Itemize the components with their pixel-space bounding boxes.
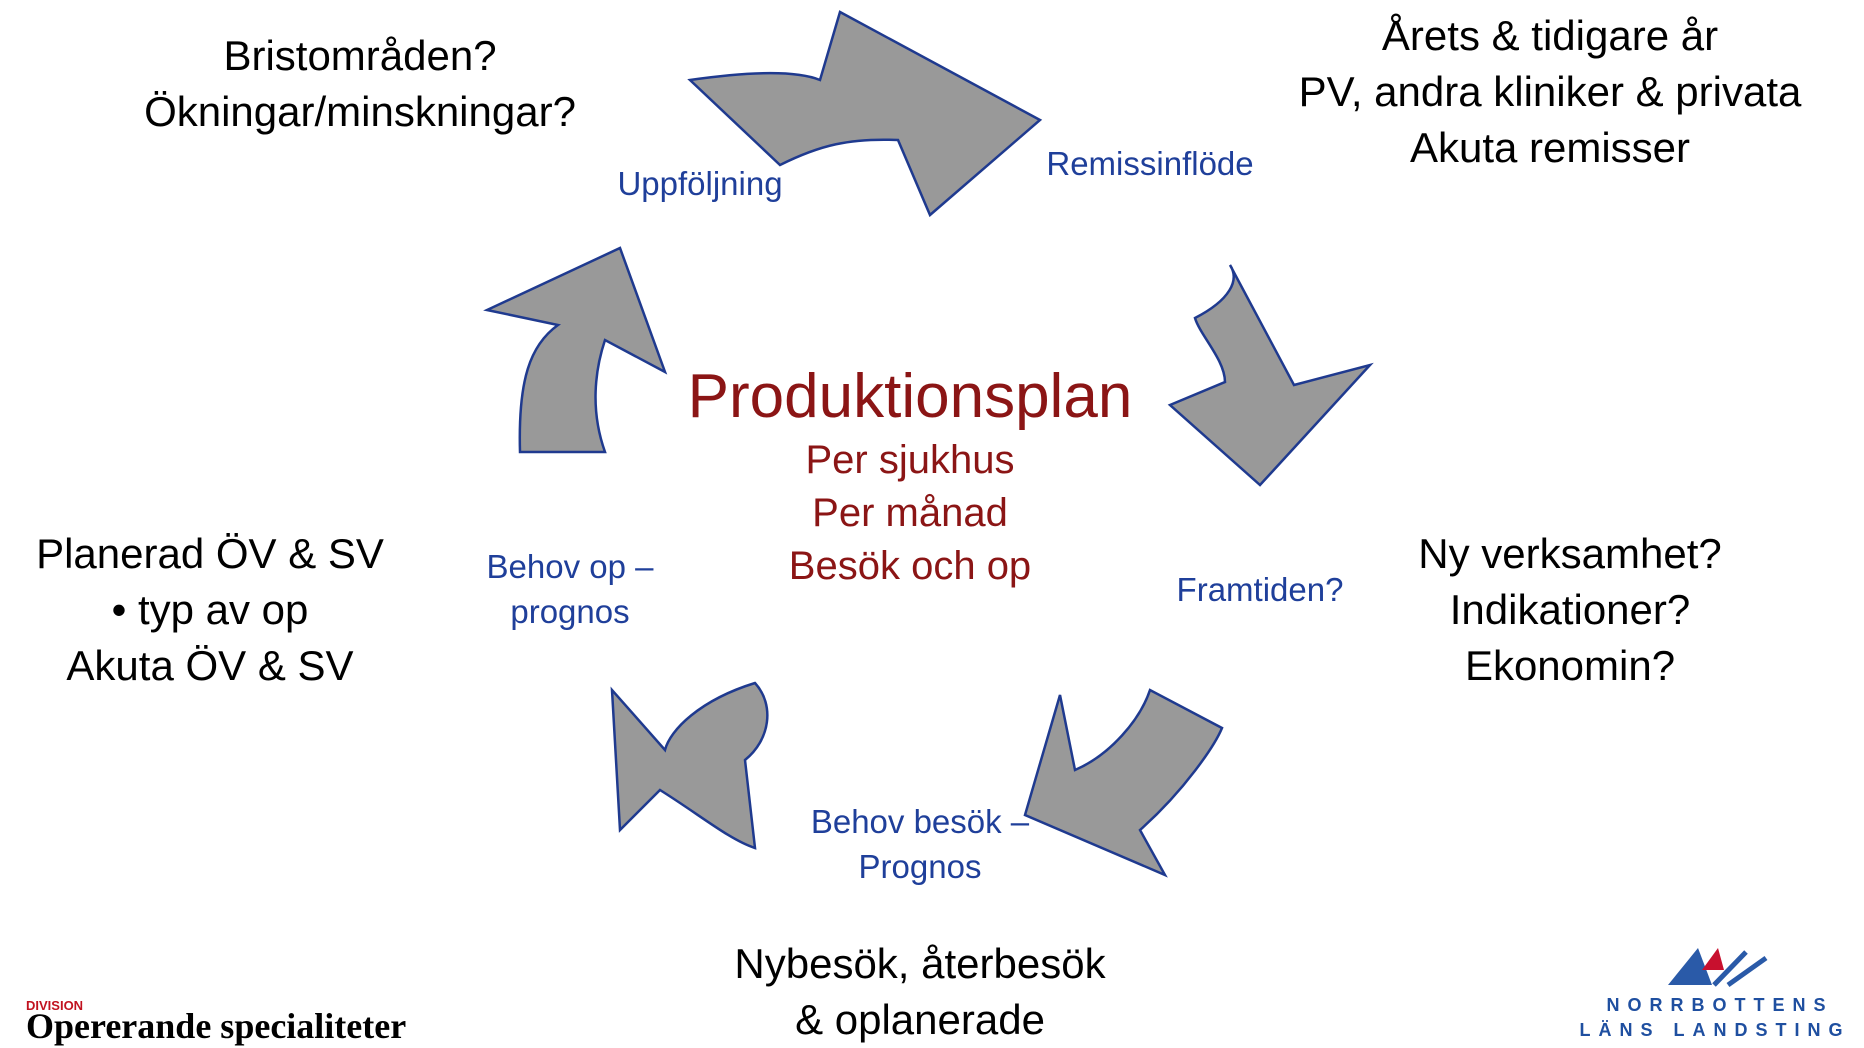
outer-right-line-2: Indikationer? (1449, 586, 1691, 633)
outer-top-left-line-1: Bristområden? (223, 32, 497, 79)
logo-line-2: LÄNS LANDSTING (1579, 1020, 1851, 1040)
outer-left-line-3: Akuta ÖV & SV (66, 642, 354, 689)
outer-left-line-2: • typ av op (111, 586, 309, 633)
label-framtiden: Framtiden? (1176, 571, 1344, 608)
outer-top-right-line-3: Akuta remisser (1409, 124, 1691, 171)
outer-right-line-3: Ekonomin? (1464, 642, 1676, 689)
label-behov-besok-1: Behov besök – (810, 803, 1030, 840)
outer-top-right-line-1: Årets & tidigare år (1381, 12, 1719, 59)
label-behov-op-1: Behov op – (486, 548, 654, 585)
center-line-1: Per sjukhus (805, 438, 1015, 482)
label-uppfoljning: Uppföljning (617, 165, 783, 202)
label-behov-besok-2: Prognos (858, 848, 982, 885)
label-remissinflode: Remissinflöde (1046, 145, 1254, 182)
outer-bottom: Nybesök, återbesök & oplanerade (680, 936, 1160, 1048)
outer-right-line-1: Ny verksamhet? (1418, 530, 1722, 577)
outer-top-right: Årets & tidigare år PV, andra kliniker &… (1240, 8, 1860, 176)
outer-bottom-line-1: Nybesök, återbesök (734, 940, 1106, 987)
arrow-top-shape (687, 10, 1043, 218)
division-name: Opererande specialiteter (26, 1006, 407, 1046)
outer-top-left: Bristområden? Ökningar/minskningar? (60, 28, 660, 140)
division-label: DIVISION (26, 998, 84, 1013)
center-line-2: Per månad (812, 491, 1008, 535)
logo-line-1: NORRBOTTENS (1606, 995, 1834, 1015)
arrow-bottom-left-shape (610, 681, 769, 850)
norrbotten-logo-icon (1668, 948, 1768, 988)
center-line-3: Besök och op (788, 544, 1032, 588)
production-plan-title: Produktionsplan (687, 362, 1133, 431)
outer-top-right-line-2: PV, andra kliniker & privata (1298, 68, 1802, 115)
outer-left-line-1: Planerad ÖV & SV (36, 530, 384, 577)
outer-top-left-line-2: Ökningar/minskningar? (144, 88, 576, 135)
outer-right: Ny verksamhet? Indikationer? Ekonomin? (1370, 526, 1770, 694)
arrow-left-shape (483, 246, 668, 454)
arrow-right-shape (1167, 264, 1374, 487)
outer-bottom-line-2: & oplanerade (795, 996, 1045, 1043)
label-behov-op-2: prognos (510, 593, 630, 630)
outer-left: Planerad ÖV & SV • typ av op Akuta ÖV & … (0, 526, 420, 694)
arrow-bottom-right-shape (1023, 688, 1224, 878)
